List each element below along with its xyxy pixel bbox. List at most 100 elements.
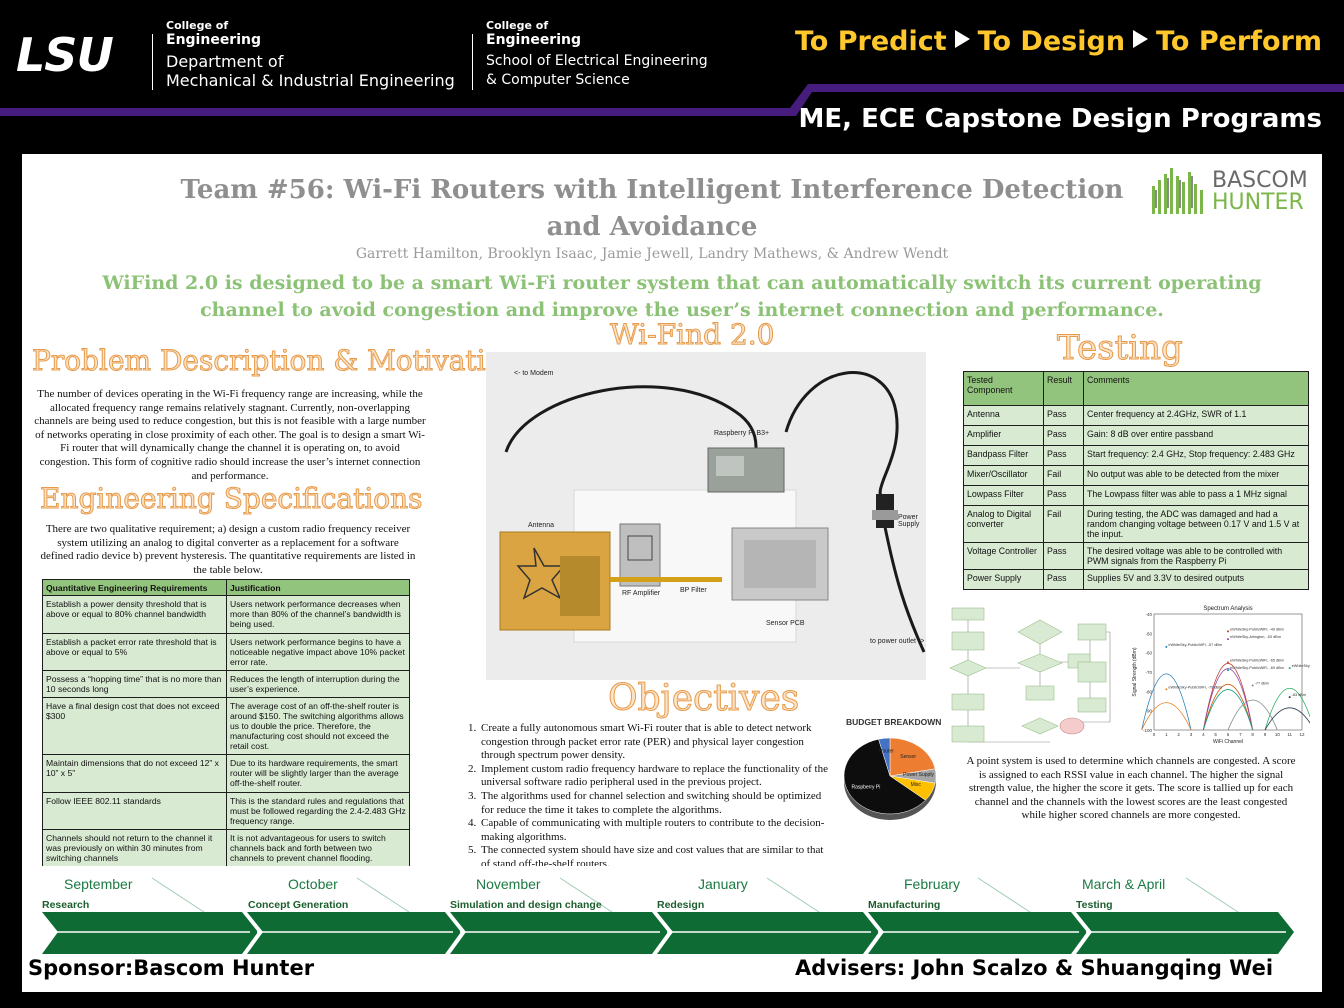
timeline-month: March & April [1082,876,1166,892]
x-tick-label: 0 [1153,732,1156,737]
test-comment: Supplies 5V and 3.3V to desired outputs [1083,569,1309,590]
test-component: Power Supply [963,569,1044,590]
series-peak [1227,630,1229,633]
x-tick-label: 7 [1239,732,1242,737]
timeline-month: November [476,876,541,892]
dept2-line2: & Computer Science [486,72,630,88]
series-label: eWhiteSky-PublicWiFi, -68 dBm [1292,664,1310,668]
series-curve [1202,683,1254,731]
label-sensor-pcb: Sensor PCB [766,620,805,627]
table-row: Maintain dimensions that do not exceed 1… [42,754,410,793]
test-component: Bandpass Filter [963,445,1044,466]
spec-req: Establish a power density threshold that… [42,595,227,634]
timeline-arrow [450,912,668,954]
spec-just: This is the standard rules and regulatio… [226,792,410,830]
timeline-phase: Testing [1076,899,1113,911]
series-label: eWhiteSky-PublicWiFi, -57 dBm [1168,643,1222,647]
series-curve [1202,689,1254,731]
label-rpi: Raspberry Pi B3+ [714,430,770,437]
label-modem: <- to Modem [514,370,554,377]
timeline-connector [151,877,205,913]
specs-header: Justification [226,579,410,596]
series-peak [1227,661,1229,664]
label-bp-filter: BP Filter [680,587,707,594]
series-peak [1227,638,1229,641]
spec-req: Possess a “hopping time” that is no more… [42,670,227,698]
table-row: Have a final design cost that does not e… [42,697,410,755]
logo-word-2: HUNTER [1212,190,1304,215]
timeline-connector [356,877,410,913]
bascom-hunter-logo: BASCOM HUNTER [1150,166,1315,216]
arrow-right-icon [1133,30,1149,48]
poster: Team #56: Wi-Fi Routers with Intelligent… [22,154,1322,992]
tagline-predict: To Predict [794,26,947,57]
pie-slice [843,738,926,815]
test-component: Voltage Controller [963,542,1044,570]
timeline-phase: Concept Generation [248,899,349,911]
spec-just: It is not advantageous for users to swit… [226,829,410,867]
dept1-line2: Mechanical & Industrial Engineering [166,71,455,90]
pie-slice [878,737,891,777]
series-curve [1141,673,1192,731]
timeline-phase: Manufacturing [868,899,941,911]
arrow-right-icon [954,30,970,48]
y-tick-label: -60 [1145,651,1152,656]
x-tick-label: 9 [1264,732,1267,737]
objective-item: Capable of communicating with multiple r… [479,817,835,844]
test-comment: The desired voltage was able to be contr… [1083,542,1309,570]
test-result: Pass [1043,542,1084,570]
series-label: eWhiteSky-Arlington, -53 dBm [1230,635,1281,639]
specs-table: Quantitative Engineering Requirements Ju… [42,579,410,867]
series-label: eWhiteSky-PublicWiFi, -49 dBm [1230,627,1284,631]
test-component: Amplifier [963,425,1044,446]
logo-word-1: BASCOM [1212,168,1308,193]
test-comment: Start frequency: 2.4 GHz, Stop frequency… [1083,445,1309,466]
objective-item: The algorithms used for channel selectio… [479,790,835,817]
spec-req: Have a final design cost that does not e… [42,697,227,755]
college-label-2: College of [486,19,549,32]
series-label: eWhiteSky-PublicWiFi, -79 dBm [1168,685,1222,689]
timeline-arrow [247,912,461,954]
spec-just: Due to its hardware requirements, the sm… [226,754,410,793]
testing-header: Tested Component [963,371,1044,406]
timeline-connector [559,877,613,913]
header: LSU College of Engineering Department of… [0,0,1344,152]
x-tick-label: 6 [1227,732,1230,737]
timeline-connector [766,877,820,913]
objective-item: Implement custom radio frequency hardwar… [479,763,835,790]
y-tick-label: -80 [1145,689,1152,694]
footer-strip [22,952,1322,992]
x-tick-label: 11 [1287,732,1292,737]
x-tick-label: 3 [1190,732,1193,737]
specs-title: Engineering Specifications [40,482,424,516]
pie-label: Misc [911,782,922,788]
y-tick-label: -50 [1145,631,1152,636]
x-tick-label: 12 [1299,732,1305,737]
series-curve [1202,668,1254,731]
testing-table: Tested Component Result Comments Antenna… [963,371,1309,590]
test-result: Pass [1043,445,1084,466]
test-result: Fail [1043,505,1084,543]
pie-label: Sensor [900,754,916,760]
timeline-phase: Simulation and design change [450,899,602,911]
team-title: Team #56: Wi-Fi Routers with Intelligent… [180,175,1124,242]
table-row: Establish a power density threshold that… [42,595,410,634]
wifind-title: Wi-Find 2.0 [609,318,775,352]
pie-label: Raspberry Pi [851,785,880,791]
test-component: Lowpass Filter [963,485,1044,506]
logo-bars-icon [1152,168,1203,214]
label-antenna: Antenna [528,522,555,529]
series-label: -77 dBm [1255,682,1269,686]
pie-label: Power Supply [903,772,934,778]
x-tick-label: 2 [1177,732,1180,737]
spec-just: The average cost of an off-the-shelf rou… [226,697,410,755]
header-divider-2 [472,34,473,90]
test-comment: Gain: 8 dB over entire passband [1083,425,1309,446]
y-tick-label: -90 [1145,709,1152,714]
objective-item: Create a fully autonomous smart Wi-Fi ro… [479,722,835,763]
